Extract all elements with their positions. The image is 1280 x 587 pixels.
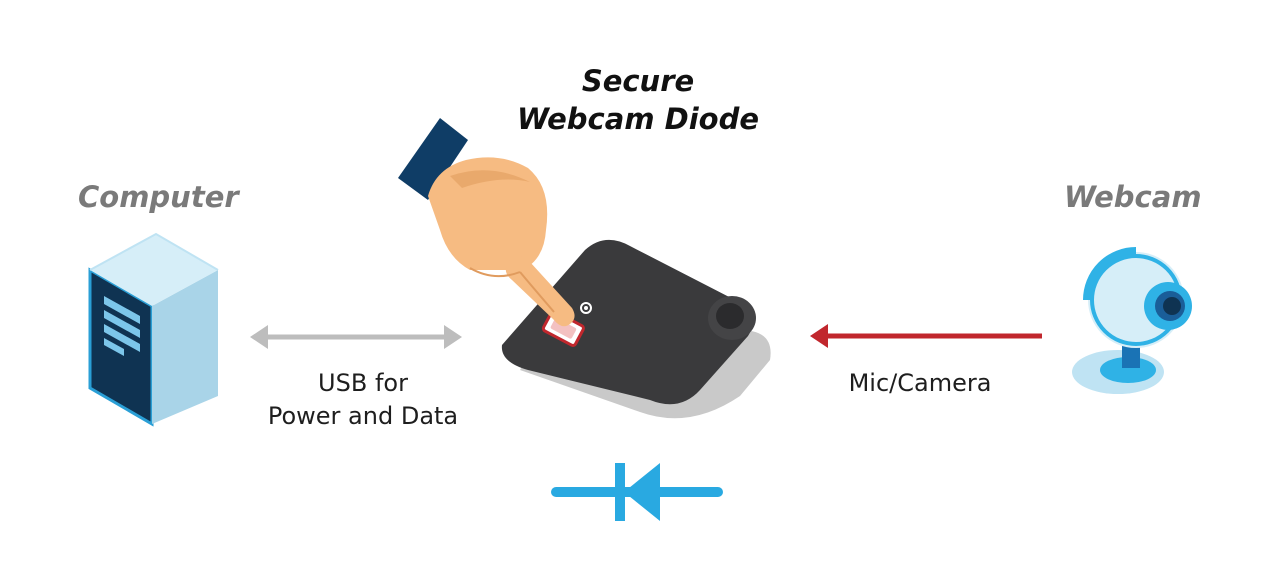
usb-link-line-1: USB for — [318, 369, 408, 397]
title-line-1: Secure — [581, 64, 695, 98]
mic-camera-label: Mic/Camera — [848, 369, 992, 397]
webcam-label: Webcam — [1064, 180, 1202, 214]
diode-device-icon — [501, 239, 771, 419]
pressing-hand-icon — [398, 118, 575, 327]
diagram-title: Secure Webcam Diode — [468, 62, 808, 138]
usb-link-label: USB for Power and Data — [246, 367, 480, 433]
mic-camera-arrow-icon — [810, 324, 1042, 348]
computer-label: Computer — [78, 180, 239, 214]
webcam-icon — [1072, 247, 1192, 394]
diode-symbol-icon — [551, 463, 723, 521]
computer-tower-icon — [88, 232, 219, 427]
usb-link-line-2: Power and Data — [267, 402, 459, 430]
title-line-2: Webcam Diode — [517, 102, 759, 136]
usb-double-arrow-icon — [250, 325, 462, 349]
